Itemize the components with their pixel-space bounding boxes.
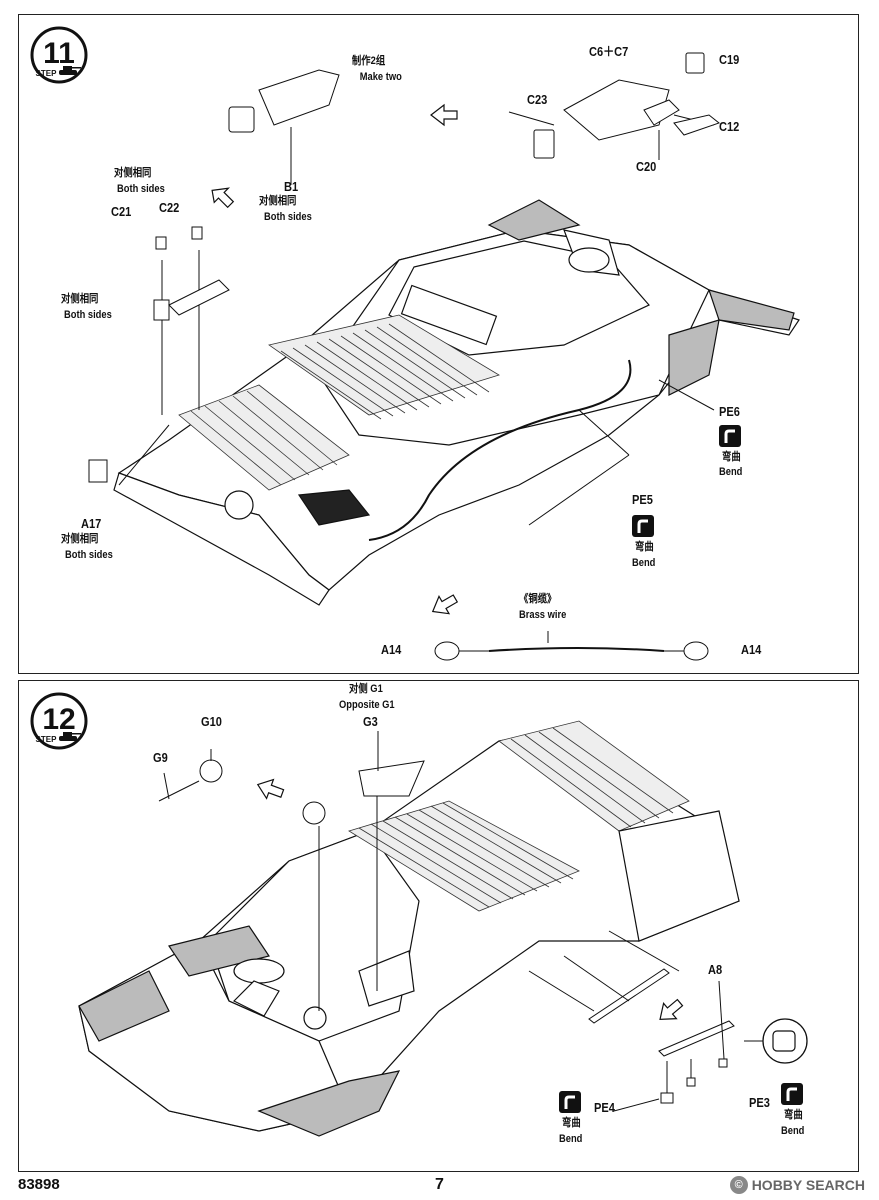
- pe4-bend-cn: 弯曲: [562, 1117, 581, 1129]
- pe4-bend-icon: [559, 1091, 581, 1113]
- pe6-bend-cn: 弯曲: [722, 451, 741, 463]
- pe6-bend-icon: [719, 425, 741, 447]
- pe3-bend-en: Bend: [781, 1125, 805, 1137]
- bend-icon: [724, 429, 735, 443]
- left-both-sides-en: Both sides: [64, 309, 112, 321]
- pe6-bend-en: Bend: [719, 466, 743, 478]
- label-c21: C21: [111, 204, 132, 219]
- label-b1: B1: [284, 179, 299, 194]
- step-badge-icon: 11 STEP: [30, 26, 88, 84]
- b1-both-sides-cn: 对侧相同: [259, 195, 297, 207]
- step-11-number: 11: [43, 37, 75, 70]
- label-g10: G10: [201, 714, 222, 729]
- pe5-bend-en: Bend: [632, 557, 656, 569]
- step-word: STEP: [36, 69, 58, 78]
- step-12-diagram: [78, 720, 808, 1137]
- brass-wire-en: Brass wire: [519, 609, 567, 621]
- bend-icon: [637, 519, 648, 533]
- label-c20: C20: [636, 159, 657, 174]
- label-g3: G3: [363, 714, 378, 729]
- step-12-number: 12: [42, 703, 75, 736]
- label-a8: A8: [708, 962, 723, 977]
- left-both-sides-cn: 对侧相同: [61, 293, 99, 305]
- model-code: 83898: [18, 1176, 60, 1193]
- direction-arrow-icon: [211, 103, 459, 615]
- label-c6-c7: C6＋C7: [589, 44, 629, 59]
- watermark-text: HOBBY SEARCH: [751, 1177, 865, 1193]
- pe3-bend-cn: 弯曲: [784, 1109, 803, 1121]
- b1-both-sides-en: Both sides: [264, 211, 312, 223]
- make-two-en: Make two: [359, 71, 402, 83]
- label-a17: A17: [81, 516, 102, 531]
- pe5-bend-cn: 弯曲: [635, 541, 654, 553]
- tank-silhouette-icon: [59, 732, 81, 741]
- a17-both-sides-cn: 对侧相同: [61, 533, 99, 545]
- pe3-bend-icon: [781, 1083, 803, 1105]
- label-a14-left: A14: [381, 642, 402, 657]
- tank-silhouette-icon: [59, 66, 81, 75]
- step-12-badge: 12 STEP: [29, 691, 89, 751]
- watermark: © HOBBY SEARCH: [729, 1176, 865, 1194]
- label-pe3: PE3: [749, 1095, 770, 1110]
- hull-assembly-rear-view: [78, 720, 740, 1137]
- label-g9: G9: [153, 750, 168, 765]
- direction-arrow-icon: [256, 778, 684, 1020]
- g1-opposite-en: Opposite G1: [339, 699, 395, 711]
- pe5-bend-icon: [632, 515, 654, 537]
- label-pe5: PE5: [632, 492, 653, 507]
- hull-assembly: [113, 199, 800, 606]
- label-a14-right: A14: [741, 642, 762, 657]
- label-c19: C19: [719, 52, 740, 67]
- step-12-panel: 12 STEP: [18, 680, 859, 1172]
- c21c22-both-sides-cn: 对侧相同: [114, 167, 152, 179]
- step-11-badge: 11 STEP: [29, 25, 89, 85]
- bend-icon: [786, 1087, 797, 1101]
- bend-icon: [564, 1095, 575, 1109]
- page-number: 7: [435, 1176, 444, 1193]
- watermark-logo-icon: ©: [729, 1176, 748, 1194]
- label-c23: C23: [527, 92, 548, 107]
- step-badge-icon: 12 STEP: [30, 692, 88, 750]
- c21c22-both-sides-en: Both sides: [117, 183, 165, 195]
- brass-wire-cn: 《铜缆》: [519, 593, 557, 605]
- step-word: STEP: [36, 735, 58, 744]
- label-c12: C12: [719, 119, 740, 134]
- step-11-diagram: [88, 52, 800, 661]
- make-two-cn: 制作2组: [351, 55, 386, 67]
- brass-wire: [434, 631, 709, 661]
- label-c22: C22: [159, 200, 180, 215]
- label-pe4: PE4: [594, 1100, 615, 1115]
- step-11-panel: 11 STEP: [18, 14, 859, 674]
- a17-both-sides-en: Both sides: [65, 549, 113, 561]
- pe4-bend-en: Bend: [559, 1133, 583, 1145]
- label-pe6: PE6: [719, 404, 740, 419]
- g1-opposite-cn: 对侧 G1: [349, 683, 383, 695]
